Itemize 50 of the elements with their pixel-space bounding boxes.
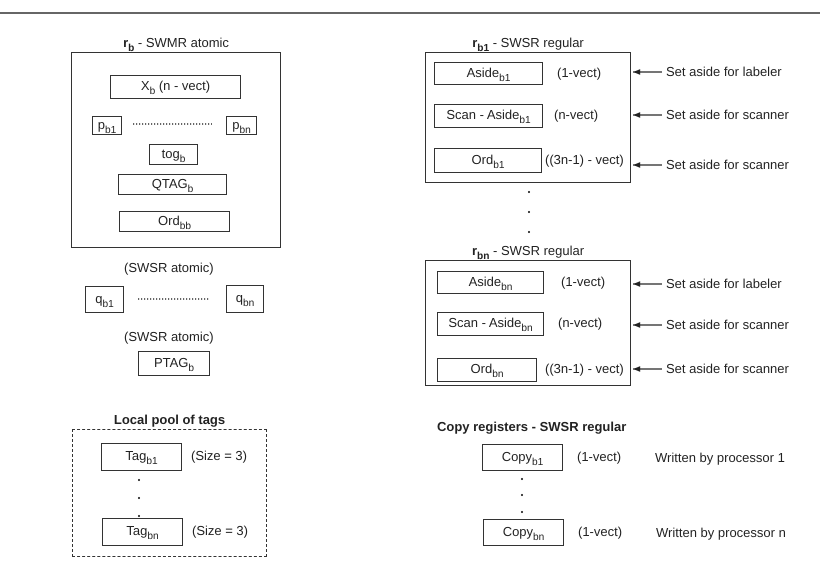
size-note: (n-vect) — [554, 107, 598, 122]
register-title: r$_{b}$ - SWMR atomic — [123, 35, 229, 50]
register-field: Copy$_{b1}$ — [482, 444, 563, 471]
size-note: (1-vect) — [557, 64, 602, 80]
register-field: Ord$_{b1}$ — [434, 148, 542, 173]
arrow — [633, 112, 662, 118]
size-note: (Size = 3) — [191, 448, 247, 463]
register-field: p$_{b1}$ — [92, 116, 122, 135]
annotation-text: Set aside for scanner — [666, 317, 789, 332]
arrow — [633, 162, 662, 168]
register-field: Aside$_{b1}$ — [434, 62, 543, 85]
register-field: q$_{b1}$ — [85, 286, 124, 313]
register-field: Copy$_{bn}$ — [483, 519, 564, 546]
arrow — [633, 69, 662, 75]
annotation-text: Set aside for labeler — [666, 276, 782, 291]
arrow — [633, 322, 662, 328]
register-field: PTAG$_{b}$ — [138, 351, 210, 376]
size-note: (Size = 3) — [192, 523, 248, 538]
register-title: r$_{b1}$ - SWSR regular — [472, 35, 584, 50]
register-field: QTAG$_{b}$ — [118, 174, 227, 195]
register-field: tog$_{b}$ — [149, 144, 198, 165]
size-note: ((3n-1) - vect) — [545, 361, 624, 376]
arrow — [633, 366, 662, 372]
note-text: Written by processor n — [656, 525, 786, 540]
register-field: Ord$_{bn}$ — [437, 358, 537, 382]
register-title: r$_{bn}$ - SWSR regular — [472, 243, 584, 258]
register-field: Tag$_{bn}$ — [102, 518, 183, 546]
note-text: (SWSR atomic) — [124, 260, 214, 275]
group-title: Local pool of tags — [114, 412, 226, 427]
annotation-text: Set aside for labeler — [666, 64, 782, 79]
register-field: Ord$_{bb}$ — [119, 211, 230, 232]
register-field: q$_{bn}$ — [226, 285, 264, 313]
register-field: Scan - Aside$_{b1}$ — [434, 104, 543, 128]
size-note: (n-vect) — [558, 315, 602, 330]
size-note: (1-vect) — [561, 274, 606, 288]
note-text: (SWSR atomic) — [124, 329, 214, 344]
arrow — [633, 281, 662, 287]
annotation-text: Set aside for scanner — [666, 361, 789, 376]
register-field: p$_{bn}$ — [226, 116, 257, 135]
register-field: Tag$_{b1}$ — [101, 443, 182, 471]
register-field: Aside$_{bn}$ — [437, 271, 544, 294]
note-text: Written by processor 1 — [655, 450, 785, 465]
annotation-text: Set aside for scanner — [666, 107, 789, 122]
register-field: Scan - Aside$_{bn}$ — [437, 312, 544, 336]
section-heading: Copy registers - SWSR regular — [437, 419, 626, 434]
size-note: (1-vect) — [577, 448, 622, 464]
register-field: X$_{b}$ (n - vect) — [110, 75, 241, 99]
annotation-text: Set aside for scanner — [666, 157, 789, 172]
size-note: ((3n-1) - vect) — [545, 152, 624, 166]
size-note: (1-vect) — [578, 524, 622, 538]
